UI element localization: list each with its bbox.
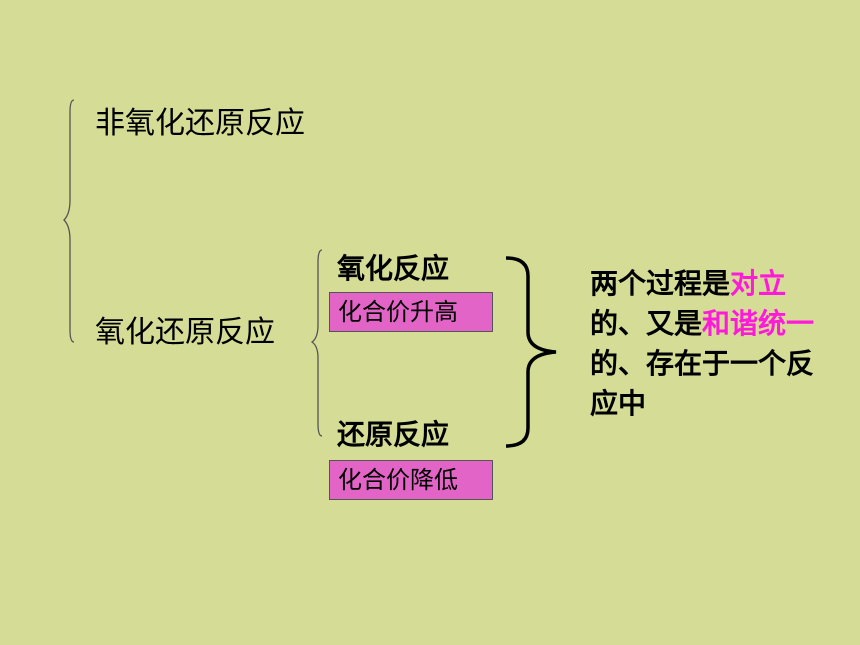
valence-increase-box: 化合价升高 xyxy=(329,292,493,332)
middle-brace xyxy=(310,249,323,437)
summary-note: 两个过程是对立的、又是和谐统一的、存在于一个反应中 xyxy=(590,264,840,424)
right-brace xyxy=(505,256,557,448)
left-brace xyxy=(63,99,75,343)
non-redox-label: 非氧化还原反应 xyxy=(95,106,305,141)
note-part3: 的、存在于一个反应中 xyxy=(590,347,815,420)
redox-label: 氧化还原反应 xyxy=(95,315,275,350)
reduction-label: 还原反应 xyxy=(337,418,450,451)
oxidation-label: 氧化反应 xyxy=(337,252,450,285)
note-part1: 两个过程是 xyxy=(590,267,731,300)
valence-decrease-box: 化合价降低 xyxy=(329,460,493,500)
note-highlight-opposite: 对立 xyxy=(730,267,787,300)
note-part2: 的、又是 xyxy=(590,307,703,340)
note-highlight-unity: 和谐统一 xyxy=(702,307,815,340)
